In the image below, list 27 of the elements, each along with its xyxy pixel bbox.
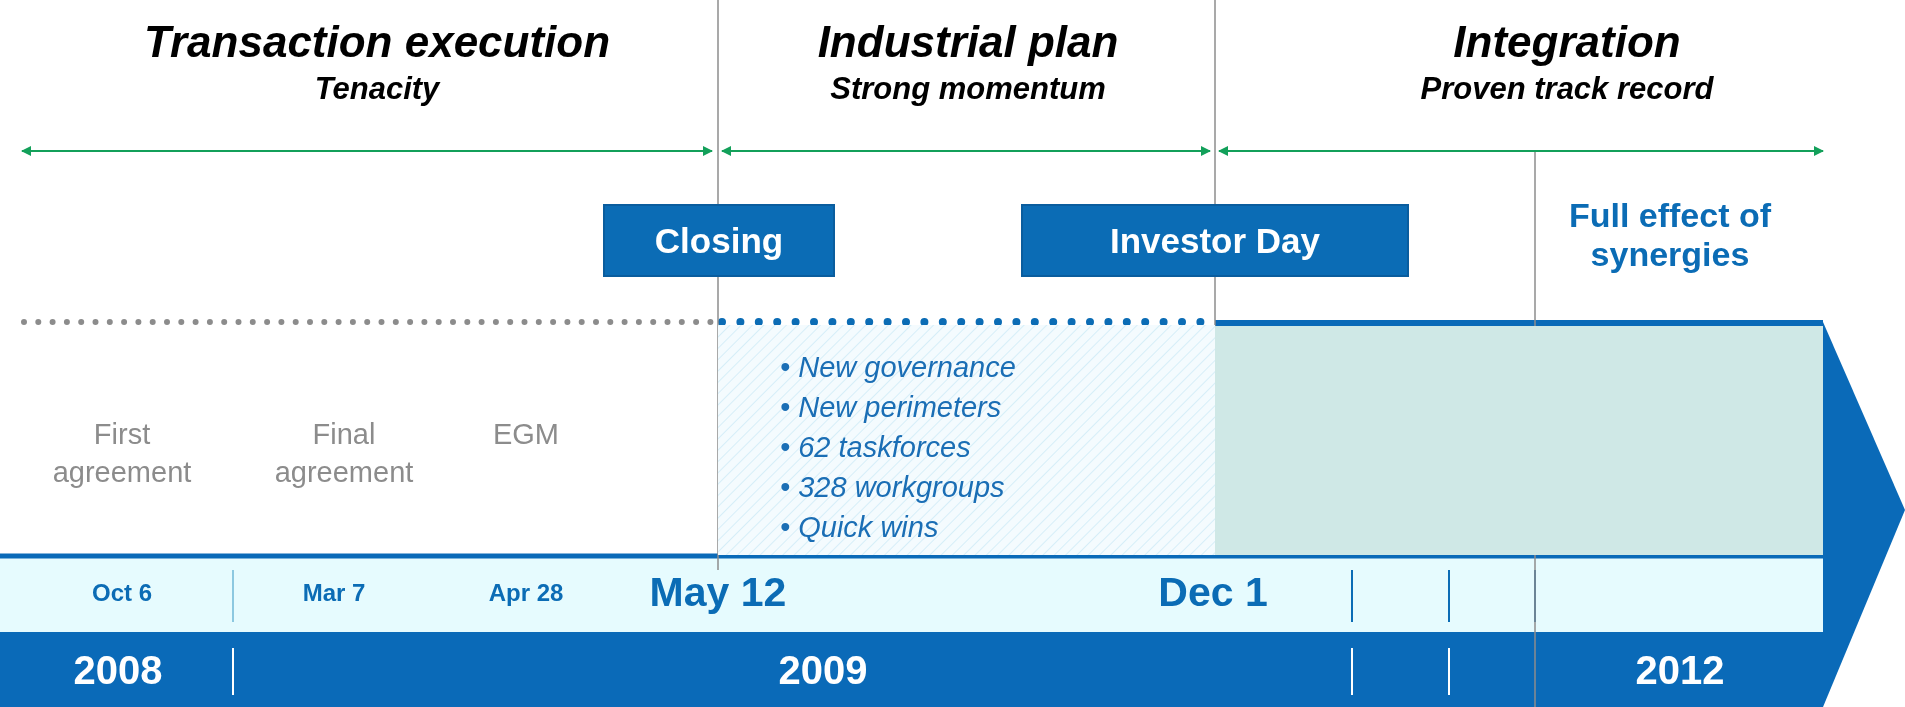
date-label: May 12: [649, 570, 787, 616]
milestone-box: Investor Day: [1021, 204, 1409, 277]
milestone-label: Full effect of synergies: [1567, 196, 1773, 275]
bullet-item: • 62 taskforces: [780, 430, 972, 465]
year-label: 2012: [1635, 648, 1725, 692]
date-label: Oct 6: [92, 580, 152, 607]
bullet-item: • New governance: [780, 350, 1016, 385]
phase-subtitle: Tenacity: [314, 72, 440, 107]
phase-title: Industrial plan: [817, 18, 1119, 67]
date-label: Apr 28: [488, 580, 564, 607]
bullet-item: • Quick wins: [780, 510, 940, 545]
event-label: EGM: [491, 417, 561, 452]
phase-subtitle: Strong momentum: [830, 72, 1106, 107]
bullet-item: • 328 workgroups: [780, 470, 1006, 505]
event-label: Final agreement: [273, 417, 415, 490]
milestone-box: Closing: [603, 204, 835, 277]
phase-title: Transaction execution: [143, 18, 611, 67]
date-label: Mar 7: [302, 580, 366, 607]
phase-title: Integration: [1453, 18, 1681, 67]
hatched-period: [718, 325, 1215, 555]
year-label: 2008: [73, 648, 163, 692]
bullet-item: • New perimeters: [780, 390, 1003, 425]
phase-subtitle: Proven track record: [1420, 72, 1714, 107]
year-label: 2009: [778, 648, 868, 692]
event-label: First agreement: [51, 417, 193, 490]
date-label: Dec 1: [1158, 570, 1268, 616]
shaded-period: [1215, 326, 1823, 555]
